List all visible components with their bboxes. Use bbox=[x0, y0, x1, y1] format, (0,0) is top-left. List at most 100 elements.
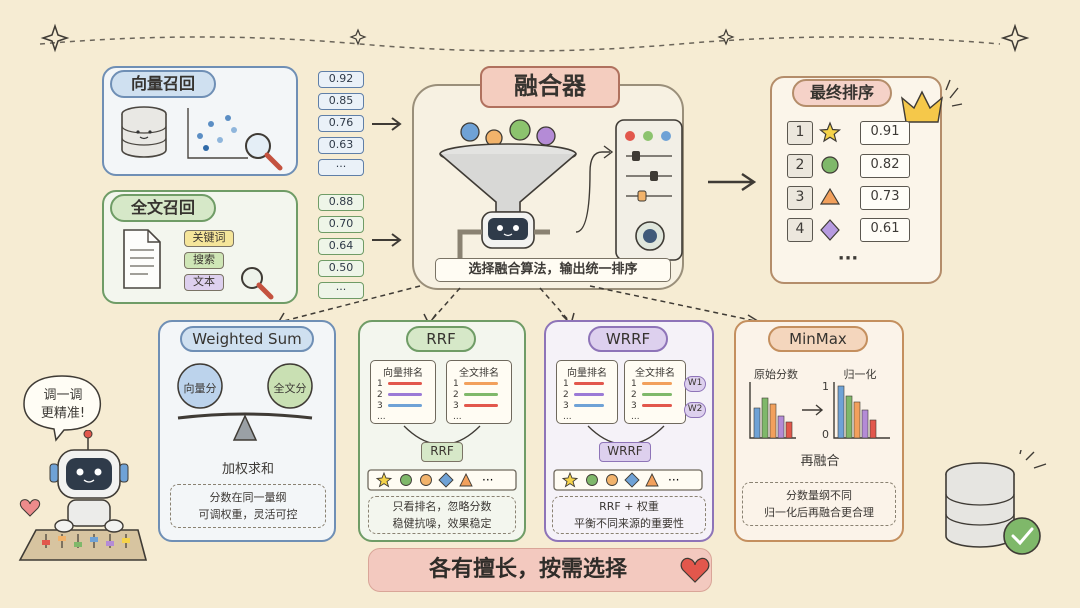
crown-icon bbox=[900, 79, 963, 123]
final-score-2: 0.82 bbox=[860, 154, 910, 178]
text-tag: 文本 bbox=[184, 274, 224, 291]
rank-number: 3 bbox=[453, 401, 459, 411]
sparkle-icon bbox=[717, 28, 735, 46]
wrrf-result-row: ··· bbox=[553, 469, 703, 491]
wrrf-title: WRRF bbox=[588, 326, 668, 352]
sparkle-icon bbox=[349, 28, 367, 46]
vector-score-more: ··· bbox=[318, 159, 364, 176]
robot-with-mixer-icon bbox=[18, 430, 148, 561]
minmax-title: MinMax bbox=[768, 326, 868, 352]
rrf-merge-box: RRF bbox=[421, 442, 463, 462]
final-score-3: 0.73 bbox=[860, 186, 910, 210]
final-more: ··· bbox=[837, 248, 859, 269]
fulltext-score-3: 0.64 bbox=[318, 238, 364, 255]
final-shapes bbox=[818, 121, 842, 241]
rank-number: 2 bbox=[377, 390, 383, 400]
weighted-sum-label: 加权求和 bbox=[221, 462, 274, 477]
rrf-fulltext-rank-list: 全文排名 1 2 3 ... bbox=[446, 360, 512, 424]
weighted-left-label: 向量分 bbox=[183, 382, 217, 395]
wrrf-card bbox=[544, 320, 714, 542]
rrf-list-b-title: 全文排名 bbox=[459, 368, 499, 379]
minmax-refuse-label: 再融合 bbox=[800, 454, 840, 469]
fulltext-score-2: 0.70 bbox=[318, 216, 364, 233]
rank-number: 1 bbox=[453, 379, 459, 389]
raw-bars-bar bbox=[785, 421, 793, 439]
final-rank-4: 4 bbox=[787, 218, 813, 242]
speech-bubble bbox=[23, 375, 102, 442]
norm-bars-bar bbox=[853, 401, 861, 439]
final-score-4: 0.61 bbox=[860, 218, 910, 242]
wrrf-caption: RRF + 权重 平衡不同来源的重要性 bbox=[552, 496, 706, 534]
rrf-result-row: ··· bbox=[367, 469, 517, 491]
diamond-icon bbox=[820, 219, 840, 241]
input-arrows bbox=[372, 117, 402, 247]
rrf-caption-line-1: 只看排名，忽略分数 bbox=[392, 500, 492, 513]
svg-text:···: ··· bbox=[668, 473, 679, 487]
rrf-title: RRF bbox=[406, 326, 476, 352]
keyword-tag: 关键词 bbox=[184, 230, 234, 247]
database-check-icon bbox=[945, 450, 1047, 555]
circle-icon bbox=[586, 474, 598, 486]
balance-scale-icon bbox=[177, 363, 313, 441]
wrrf-weight-2: W2 bbox=[684, 402, 706, 418]
sparkle-icon bbox=[40, 23, 70, 53]
footer-text: 各有擅长，按需选择 bbox=[428, 557, 627, 582]
wrrf-weight-1: W1 bbox=[684, 376, 706, 392]
rrf-card bbox=[358, 320, 526, 542]
rrf-caption-line-2: 稳健抗噪，效果稳定 bbox=[392, 517, 492, 530]
raw-bars-bar bbox=[777, 415, 785, 439]
search-tag: 搜索 bbox=[184, 252, 224, 269]
database-icon bbox=[121, 106, 167, 158]
weighted-sum-caption: 分数在同一量纲 可调权重，灵活可控 bbox=[170, 484, 326, 528]
magnifier-icon bbox=[241, 267, 274, 300]
rrf-vector-rank-list: 向量排名 1 2 3 ... bbox=[370, 360, 436, 424]
heart-icon bbox=[680, 557, 710, 583]
final-rank-3: 3 bbox=[787, 186, 813, 210]
wrrf-fulltext-rank-list: 全文排名 1 2 3 ... bbox=[624, 360, 686, 424]
scatter-plot-icon bbox=[187, 108, 248, 159]
footer-banner bbox=[368, 548, 712, 592]
final-score-1: 0.91 bbox=[860, 121, 910, 145]
rank-number: 3 bbox=[377, 401, 383, 411]
weighted-caption-line-2: 可调权重，灵活可控 bbox=[198, 508, 298, 521]
bubble-line-2: 更精准! bbox=[40, 406, 86, 421]
minmax-norm-label: 归一化 bbox=[843, 368, 877, 381]
magnifier-icon bbox=[245, 133, 283, 171]
rank-number: 2 bbox=[563, 390, 569, 400]
vector-score-1: 0.92 bbox=[318, 71, 364, 88]
raw-bars-bar bbox=[753, 407, 761, 439]
fulltext-score-1: 0.88 bbox=[318, 194, 364, 211]
vector-recall-title: 向量召回 bbox=[110, 70, 216, 98]
document-icon bbox=[123, 229, 161, 289]
triangle-icon bbox=[459, 472, 473, 487]
circle-icon bbox=[400, 474, 412, 486]
raw-bars-bar bbox=[769, 403, 777, 439]
norm-bars-bar bbox=[861, 409, 869, 439]
fulltext-score-4: 0.50 bbox=[318, 260, 364, 277]
vector-score-3: 0.76 bbox=[318, 115, 364, 132]
weighted-sum-title: Weighted Sum bbox=[180, 326, 314, 352]
rank-number: ... bbox=[631, 412, 640, 422]
star-icon bbox=[561, 471, 579, 488]
diamond-icon bbox=[624, 472, 640, 488]
norm-bars-bar bbox=[845, 395, 853, 439]
wrrf-list-b-title: 全文排名 bbox=[635, 368, 675, 379]
heart-icon bbox=[19, 499, 41, 517]
final-rank-2: 2 bbox=[787, 154, 813, 178]
diamond-icon bbox=[438, 472, 454, 488]
final-ranking-title: 最终排序 bbox=[792, 79, 892, 107]
rank-number: 3 bbox=[563, 401, 569, 411]
raw-bars-bar bbox=[761, 397, 769, 439]
rrf-list-a-title: 向量排名 bbox=[383, 368, 423, 379]
wrrf-caption-line-1: RRF + 权重 bbox=[599, 500, 659, 513]
rank-number: 1 bbox=[631, 379, 637, 389]
sparkle-icon bbox=[1000, 23, 1030, 53]
rank-number: 2 bbox=[453, 390, 459, 400]
circle-icon bbox=[606, 474, 618, 486]
fuser-title: 融合器 bbox=[480, 66, 620, 108]
fulltext-score-more: ··· bbox=[318, 282, 364, 299]
minmax-caption: 分数量纲不同 归一化后再融合更合理 bbox=[742, 482, 896, 526]
rank-number: ... bbox=[563, 412, 572, 422]
bubble-line-1: 调一调 bbox=[43, 388, 83, 403]
weighted-caption-line-1: 分数在同一量纲 bbox=[209, 491, 287, 504]
